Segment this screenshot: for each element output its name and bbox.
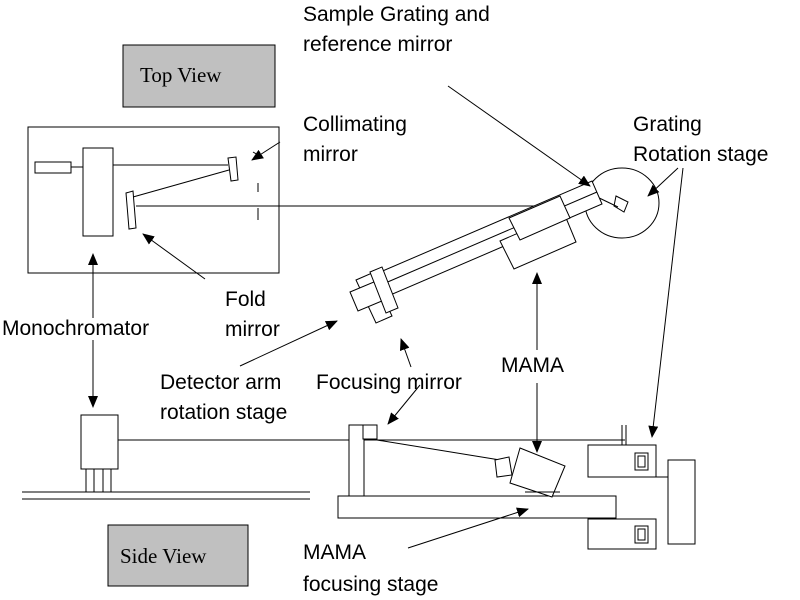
monochromator-top-view	[27, 126, 620, 274]
grating-rotation-label-line2: Rotation stage	[633, 143, 768, 166]
fold-mirror-label-line2: mirror	[225, 318, 280, 341]
grating-rotation-stage-side	[587, 425, 696, 550]
collimating-mirror-label-line2: mirror	[303, 143, 358, 166]
annotation-arrows	[88, 85, 684, 549]
arrow-grating-rotation-side	[648, 167, 684, 438]
focusing-mirror-label: Focusing mirror	[316, 371, 462, 394]
top-view-label: Top View	[140, 63, 222, 87]
sample-grating-label-line1: Sample Grating and	[303, 3, 490, 26]
collimating-mirror-label-line1: Collimating	[303, 113, 407, 136]
detector-arm-label-line1: Detector arm	[160, 371, 281, 394]
sample-grating-label-line2: reference mirror	[303, 33, 452, 56]
arrow-sample-grating	[447, 85, 591, 187]
arrow-collimating-mirror	[251, 141, 281, 161]
arrow-grating-rotation-top	[647, 167, 679, 197]
detector-arm-label-line2: rotation stage	[160, 401, 287, 424]
mama-label: MAMA	[501, 354, 564, 377]
arrow-detector-arm	[239, 320, 338, 367]
monochromator-side-view	[22, 414, 625, 500]
fold-mirror-shape	[125, 190, 137, 230]
diagram-labels: Sample Grating and reference mirror Coll…	[2, 3, 768, 596]
arrow-fold-mirror	[142, 233, 206, 280]
arrow-mama-focusing	[407, 507, 529, 549]
top-view-box: Top View	[122, 44, 276, 108]
arrow-focusing-mirror-side	[387, 384, 421, 425]
detector-arm-top-view	[349, 180, 603, 324]
collimating-mirror-shape	[227, 156, 239, 182]
detector-arm-side-view	[337, 424, 617, 519]
side-view-box: Side View	[107, 524, 249, 587]
mama-focusing-label-line1: MAMA	[303, 541, 366, 564]
arrow-focusing-mirror-top	[399, 338, 412, 368]
fold-mirror-label-line1: Fold	[225, 288, 266, 311]
side-view-label: Side View	[120, 544, 207, 568]
mama-focusing-label-line2: focusing stage	[303, 573, 438, 596]
grating-rotation-label-line1: Grating	[633, 113, 702, 136]
monochromator-label: Monochromator	[2, 317, 149, 340]
